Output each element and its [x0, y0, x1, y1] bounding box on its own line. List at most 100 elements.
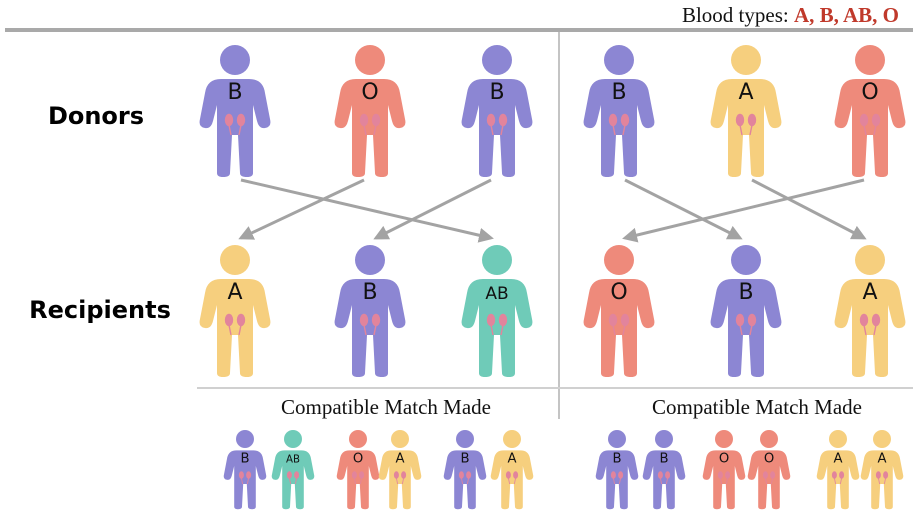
donor-group1-2: O	[334, 45, 406, 177]
kidneys-icon	[608, 113, 630, 136]
body	[816, 450, 860, 510]
body	[747, 450, 791, 510]
head	[829, 430, 847, 448]
blood-type-label: B	[738, 280, 753, 305]
blood-type-label: A	[227, 280, 242, 305]
kidneys-icon	[224, 113, 246, 136]
blood-type-label: O	[719, 451, 729, 466]
kidneys-icon	[486, 113, 508, 136]
head	[355, 245, 385, 275]
body	[336, 450, 380, 510]
recipient-group1-1: A	[199, 245, 271, 377]
head	[873, 430, 891, 448]
kidneys-icon	[875, 471, 889, 485]
head	[608, 430, 626, 448]
match-label-group-1: Compatible Match Made	[281, 395, 491, 419]
blood-type-label: A	[877, 451, 886, 466]
matched-person: O	[702, 430, 746, 510]
blood-type-label: B	[362, 280, 377, 305]
head	[236, 430, 254, 448]
head	[355, 45, 385, 75]
matched-person: B	[595, 430, 639, 510]
recipient-group2-2: B	[710, 245, 782, 377]
head	[503, 430, 521, 448]
kidneys-icon	[505, 471, 519, 485]
arrow-group1-3	[373, 178, 492, 240]
body	[710, 279, 782, 377]
blood-type-label: B	[240, 451, 249, 466]
head	[391, 430, 409, 448]
kidneys-icon	[735, 313, 757, 336]
matched-person: A	[490, 430, 534, 510]
donor-group2-3: O	[834, 45, 906, 177]
blood-type-label: O	[361, 80, 378, 105]
kidneys-icon	[359, 113, 381, 136]
body	[834, 279, 906, 377]
blood-type-label: O	[861, 80, 878, 105]
arrow-group1-2	[238, 178, 365, 240]
blood-type-label: A	[862, 280, 877, 305]
kidneys-icon	[762, 471, 776, 485]
donor-group1-3: B	[461, 45, 533, 177]
body	[461, 79, 533, 177]
head	[731, 245, 761, 275]
donor-group2-1: B	[583, 45, 655, 177]
body	[271, 450, 315, 510]
blood-type-label: B	[227, 80, 242, 105]
matched-person: A	[378, 430, 422, 510]
recipient-group1-2: B	[334, 245, 406, 377]
donation-arrows	[238, 178, 867, 243]
kidneys-icon	[486, 313, 508, 336]
body	[461, 279, 533, 377]
recipient-group2-3: A	[834, 245, 906, 377]
kidneys-icon	[393, 471, 407, 485]
matched-person: O	[747, 430, 791, 510]
kidneys-icon	[610, 471, 624, 485]
matched-person: A	[816, 430, 860, 510]
blood-type-label: B	[612, 451, 621, 466]
head	[349, 430, 367, 448]
kidneys-icon	[286, 471, 300, 485]
blood-type-label: B	[489, 80, 504, 105]
kidneys-icon	[735, 113, 757, 136]
kidneys-icon	[359, 313, 381, 336]
kidneys-icon	[351, 471, 365, 485]
body	[583, 79, 655, 177]
body	[443, 450, 487, 510]
head	[482, 245, 512, 275]
head	[220, 245, 250, 275]
head	[604, 245, 634, 275]
arrow-group2-3	[622, 178, 865, 243]
body	[378, 450, 422, 510]
kidneys-icon	[608, 313, 630, 336]
head	[482, 45, 512, 75]
blood-type-label: A	[507, 451, 516, 466]
matched-person: B	[642, 430, 686, 510]
head	[855, 245, 885, 275]
body	[710, 79, 782, 177]
head	[760, 430, 778, 448]
recipients-label: Recipients	[29, 296, 171, 324]
kidneys-icon	[859, 113, 881, 136]
blood-type-label: B	[611, 80, 626, 105]
blood-type-label: A	[833, 451, 842, 466]
arrow-group2-2	[751, 178, 867, 240]
head	[731, 45, 761, 75]
blood-type-label: O	[610, 280, 627, 305]
matched-person: O	[336, 430, 380, 510]
donors-label: Donors	[48, 102, 144, 130]
body	[490, 450, 534, 510]
kidneys-icon	[238, 471, 252, 485]
body	[583, 279, 655, 377]
kidneys-icon	[859, 313, 881, 336]
matched-person: B	[223, 430, 267, 510]
body	[834, 79, 906, 177]
body	[860, 450, 904, 510]
donor-group2-2: A	[710, 45, 782, 177]
